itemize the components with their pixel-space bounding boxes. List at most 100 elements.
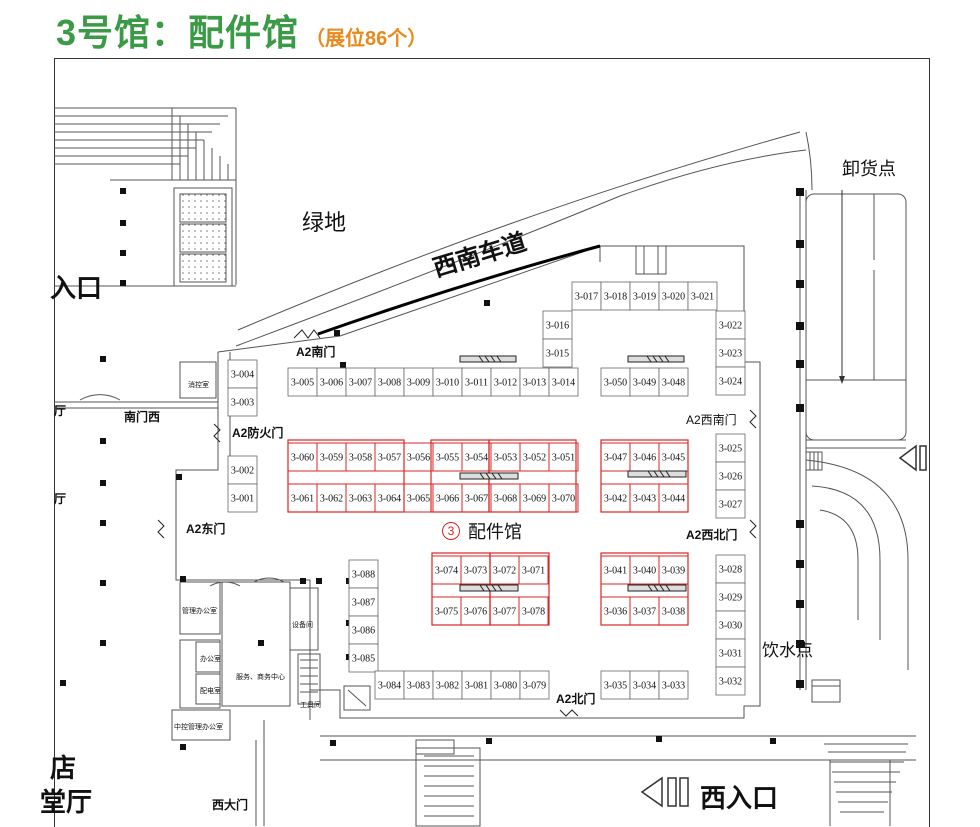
booth-3-030[interactable]: 3-030 [715,610,746,640]
booth-3-037[interactable]: 3-037 [629,596,660,626]
booth-3-083[interactable]: 3-083 [403,670,434,700]
booth-3-072[interactable]: 3-072 [489,555,520,585]
booth-3-021[interactable]: 3-021 [687,281,718,311]
booth-3-077[interactable]: 3-077 [489,596,520,626]
booth-3-020[interactable]: 3-020 [658,281,689,311]
booth-3-028[interactable]: 3-028 [715,554,746,584]
booth-3-068[interactable]: 3-068 [490,483,521,513]
booth-3-025[interactable]: 3-025 [715,433,746,463]
booth-3-013[interactable]: 3-013 [519,367,550,397]
booth-3-012[interactable]: 3-012 [490,367,521,397]
booth-3-079[interactable]: 3-079 [519,670,550,700]
booth-3-084[interactable]: 3-084 [374,670,405,700]
booth-3-078[interactable]: 3-078 [518,596,549,626]
booth-3-034[interactable]: 3-034 [629,670,660,700]
booth-3-055[interactable]: 3-055 [432,442,463,472]
booth-3-031[interactable]: 3-031 [715,638,746,668]
booth-3-054[interactable]: 3-054 [461,442,492,472]
booth-3-062[interactable]: 3-062 [316,483,347,513]
booth-3-011[interactable]: 3-011 [461,367,492,397]
booth-3-015[interactable]: 3-015 [542,338,573,368]
booth-3-003[interactable]: 3-003 [227,387,258,417]
booth-3-058[interactable]: 3-058 [345,442,376,472]
booth-3-087[interactable]: 3-087 [348,587,379,617]
booth-3-076[interactable]: 3-076 [460,596,491,626]
booth-3-053[interactable]: 3-053 [490,442,521,472]
booth-3-027[interactable]: 3-027 [715,489,746,519]
booth-3-071[interactable]: 3-071 [518,555,549,585]
booth-3-004[interactable]: 3-004 [227,359,258,389]
booth-3-067[interactable]: 3-067 [461,483,492,513]
booth-3-029[interactable]: 3-029 [715,582,746,612]
booth-3-041[interactable]: 3-041 [600,555,631,585]
booth-3-051[interactable]: 3-051 [548,442,579,472]
booth-3-032[interactable]: 3-032 [715,666,746,696]
booth-3-018[interactable]: 3-018 [600,281,631,311]
booth-3-014[interactable]: 3-014 [548,367,579,397]
booth-3-061[interactable]: 3-061 [287,483,318,513]
booth-3-040[interactable]: 3-040 [629,555,660,585]
gate-south-west[interactable]: 南门西 [124,410,161,424]
booth-3-045[interactable]: 3-045 [658,442,689,472]
booth-3-002[interactable]: 3-002 [227,455,258,485]
booth-3-082[interactable]: 3-082 [432,670,463,700]
booth-3-081[interactable]: 3-081 [461,670,492,700]
booth-3-009[interactable]: 3-009 [403,367,434,397]
booth-3-059[interactable]: 3-059 [316,442,347,472]
booth-3-035[interactable]: 3-035 [600,670,631,700]
booth-3-074[interactable]: 3-074 [431,555,462,585]
booth-3-008[interactable]: 3-008 [374,367,405,397]
gate-a2-fire[interactable]: A2防火门 [232,426,284,440]
booth-3-069[interactable]: 3-069 [519,483,550,513]
booth-3-085[interactable]: 3-085 [348,643,379,673]
booth-3-056[interactable]: 3-056 [403,442,434,472]
booth-3-007[interactable]: 3-007 [345,367,376,397]
gate-west-big[interactable]: 西大门 [212,798,249,812]
booth-3-088[interactable]: 3-088 [348,559,379,589]
booth-3-065[interactable]: 3-065 [403,483,434,513]
booth-label: 3-063 [349,494,372,505]
booth-3-075[interactable]: 3-075 [431,596,462,626]
equipment-room-label: 设备间 [292,622,313,629]
booth-3-024[interactable]: 3-024 [715,366,746,396]
booth-3-080[interactable]: 3-080 [490,670,521,700]
booth-3-050[interactable]: 3-050 [600,367,631,397]
booth-3-006[interactable]: 3-006 [316,367,347,397]
booth-3-042[interactable]: 3-042 [600,483,631,513]
booth-3-043[interactable]: 3-043 [629,483,660,513]
booth-3-022[interactable]: 3-022 [715,310,746,340]
booth-3-060[interactable]: 3-060 [287,442,318,472]
booth-3-036[interactable]: 3-036 [600,596,631,626]
gate-a2-east[interactable]: A2东门 [186,522,226,536]
booth-3-026[interactable]: 3-026 [715,461,746,491]
booth-3-023[interactable]: 3-023 [715,338,746,368]
booth-3-039[interactable]: 3-039 [658,555,689,585]
booth-3-066[interactable]: 3-066 [432,483,463,513]
booth-3-052[interactable]: 3-052 [519,442,550,472]
booth-3-044[interactable]: 3-044 [658,483,689,513]
booth-3-086[interactable]: 3-086 [348,615,379,645]
booth-3-038[interactable]: 3-038 [658,596,689,626]
booth-3-057[interactable]: 3-057 [374,442,405,472]
booth-3-019[interactable]: 3-019 [629,281,660,311]
booth-3-033[interactable]: 3-033 [658,670,689,700]
gate-a2-north[interactable]: A2北门 [556,692,596,706]
booth-3-005[interactable]: 3-005 [287,367,318,397]
booth-3-001[interactable]: 3-001 [227,483,258,513]
booth-3-049[interactable]: 3-049 [629,367,660,397]
booth-3-016[interactable]: 3-016 [542,310,573,340]
booth-label: 3-077 [493,607,516,618]
booth-3-017[interactable]: 3-017 [571,281,602,311]
booth-3-046[interactable]: 3-046 [629,442,660,472]
booth-3-070[interactable]: 3-070 [548,483,579,513]
gate-a2-south[interactable]: A2南门 [296,345,336,359]
booth-3-063[interactable]: 3-063 [345,483,376,513]
booth-3-073[interactable]: 3-073 [460,555,491,585]
booth-3-048[interactable]: 3-048 [658,367,689,397]
booth-3-064[interactable]: 3-064 [374,483,405,513]
gate-a2-northwest[interactable]: A2西北门 [686,528,738,542]
booth-3-010[interactable]: 3-010 [432,367,463,397]
booth-3-047[interactable]: 3-047 [600,442,631,472]
gate-a2-southwest[interactable]: A2西南门 [686,413,737,427]
